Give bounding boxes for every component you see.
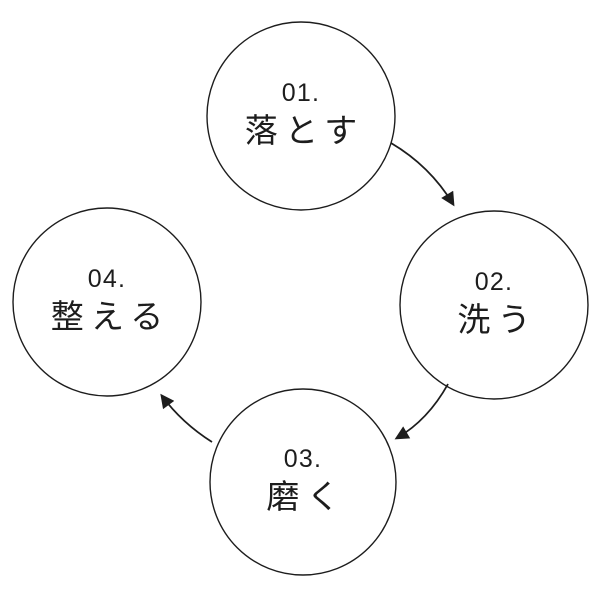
- step-4-number: 04.: [87, 265, 127, 293]
- step-1-circle: [206, 21, 396, 211]
- step-1-label: 落とす: [244, 112, 365, 149]
- step-3-label-group: 03. 磨く: [203, 442, 403, 522]
- step-4-label-group: 04. 整える: [7, 262, 207, 342]
- step-4-circle: [12, 207, 202, 397]
- arrow-step2-to-step3: [394, 383, 449, 440]
- step-3-circle: [209, 388, 397, 576]
- step-3-label: 磨く: [266, 478, 347, 515]
- step-2-circle: [399, 210, 589, 400]
- step-4-label: 整える: [50, 298, 171, 335]
- arrow-step3-to-step4: [160, 393, 213, 443]
- step-2-number: 02.: [474, 268, 514, 296]
- step-2-label: 洗う: [457, 301, 538, 338]
- arrow-step1-to-step2: [390, 142, 455, 207]
- step-1-number: 01.: [281, 79, 321, 107]
- step-2-label-group: 02. 洗う: [394, 265, 594, 345]
- step-3-number: 03.: [283, 445, 323, 473]
- step-1-label-group: 01. 落とす: [201, 76, 401, 156]
